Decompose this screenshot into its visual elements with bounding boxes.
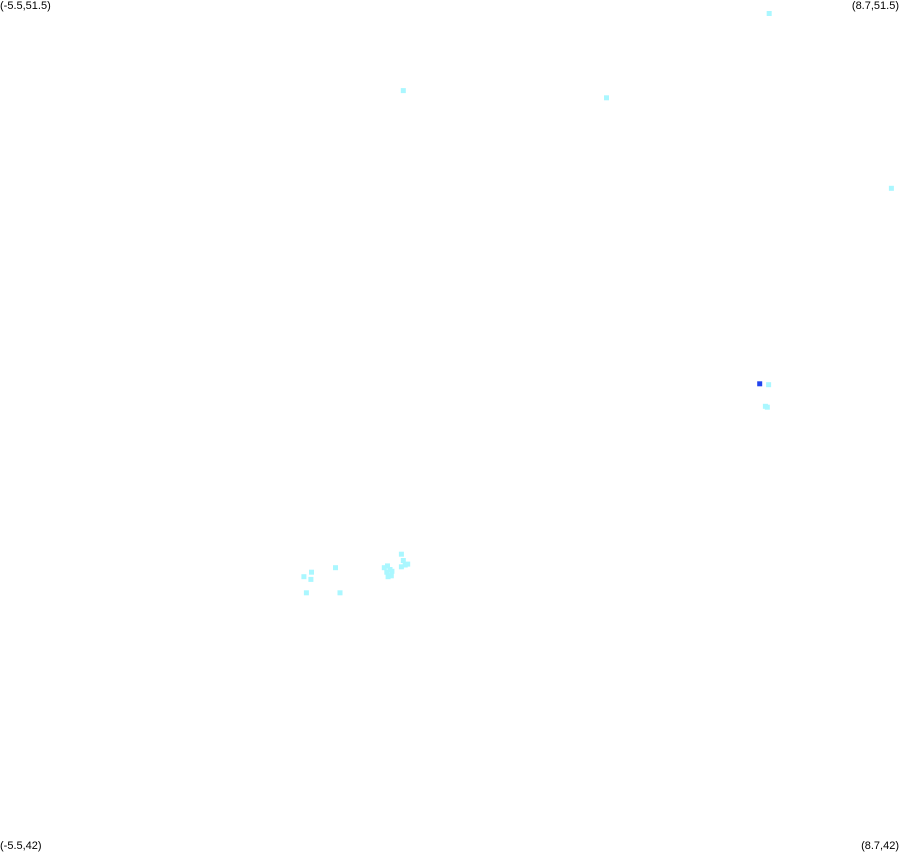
scatter-point-18 bbox=[388, 573, 394, 579]
scatter-point-8 bbox=[398, 551, 404, 557]
scatter-point-23 bbox=[308, 576, 314, 582]
scatter-point-19 bbox=[385, 574, 391, 580]
scatter-point-21 bbox=[309, 569, 314, 575]
scatter-point-4 bbox=[757, 381, 763, 387]
scatter-point-20 bbox=[333, 565, 338, 571]
scatter-point-3 bbox=[888, 185, 894, 191]
scatter-point-2 bbox=[604, 95, 609, 101]
scatter-point-1 bbox=[400, 88, 406, 94]
scatter-point-7 bbox=[764, 404, 770, 410]
scatter-point-16 bbox=[389, 568, 395, 574]
scatter-point-13 bbox=[385, 563, 390, 569]
scatter-point-9 bbox=[400, 558, 406, 563]
scatter-point-25 bbox=[337, 590, 343, 596]
corner-label-bottom-right: (8.7,42) bbox=[861, 840, 899, 852]
scatter-point-24 bbox=[303, 590, 309, 596]
scatter-point-12 bbox=[405, 561, 411, 567]
scatter-point-14 bbox=[381, 565, 387, 571]
scatter-point-17 bbox=[384, 569, 390, 575]
corner-label-top-right: (8.7,51.5) bbox=[851, 0, 899, 12]
corner-label-bottom-left: (-5.5,42) bbox=[0, 840, 42, 852]
scatter-point-5 bbox=[766, 382, 772, 388]
scatter-point-0 bbox=[766, 11, 772, 16]
scatter-point-22 bbox=[301, 574, 307, 580]
scatter-point-11 bbox=[398, 564, 404, 570]
corner-label-top-left: (-5.5,51.5) bbox=[0, 0, 51, 12]
